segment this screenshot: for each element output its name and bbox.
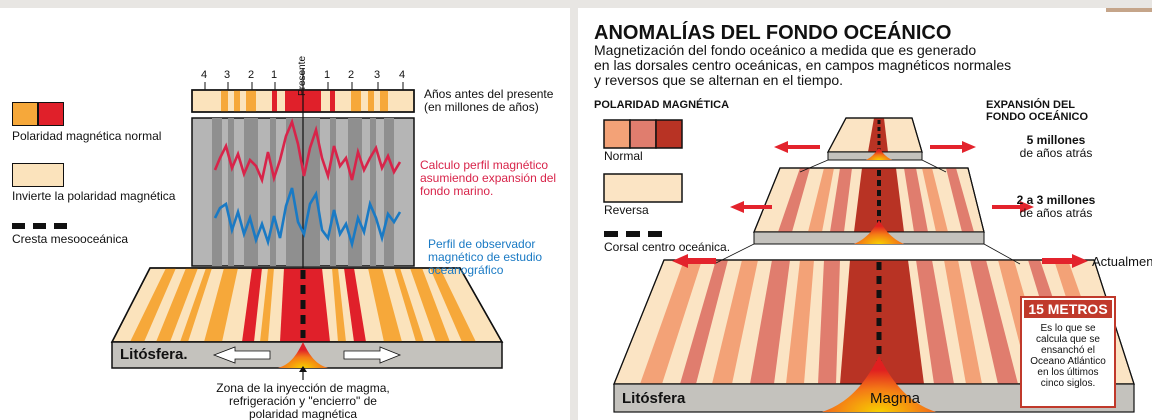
subtitle-line-1: Magnetización del fondo oceánico a medid… [594, 42, 977, 58]
age-tick-4-left: 4 [201, 69, 208, 81]
expansion-heading-line-2: FONDO OCEÁNICO [986, 111, 1089, 123]
page-title: ANOMALÍAS DEL FONDO OCEÁNICO [594, 22, 952, 44]
legend-reversed-swatch [12, 163, 64, 187]
calc-profile-caption: Calculo perfil magnético asumiendo expan… [420, 159, 556, 198]
callout-text-line-2: calcula que se [1036, 334, 1100, 345]
calc-profile-line-2: asumiendo expansión del [420, 171, 557, 185]
observed-profile-line-2: magnético de estudio [428, 250, 543, 264]
legend-reverse-label: Reversa [604, 203, 649, 217]
spreading-arrows [672, 141, 1088, 268]
legend-ridge-label: Cresta mesooceánica [12, 232, 129, 246]
injection-caption-line-3: polaridad magnética [248, 407, 358, 420]
legend-reverse-swatch [603, 173, 683, 203]
subtitle-line-3: y reversos que se alternan en el tiempo. [594, 72, 844, 88]
callout-title: 15 METROS [1024, 300, 1112, 318]
stage2-label-line-2: de años atrás [1019, 206, 1093, 220]
age-tick-3-right: 3 [374, 69, 381, 81]
callout-text-line-4: Oceano Atlántico [1030, 356, 1106, 367]
legend-ridge-dashes [604, 231, 662, 237]
stage2-label: 2 a 3 millones de años atrás [1006, 194, 1106, 220]
ridge-dash-3 [54, 223, 67, 229]
calculated-profile-line [213, 118, 402, 185]
observed-profile-caption: Perfil de observador magnético de estudi… [428, 238, 542, 277]
observed-profile-line [213, 187, 402, 250]
stage2-label-line-1: 2 a 3 millones [1016, 193, 1096, 207]
subtitle: Magnetización del fondo oceánico a medid… [594, 43, 1011, 88]
age-caption: Años antes del presente (en millones de … [424, 88, 553, 114]
magma-label: Magma [870, 390, 921, 407]
left-panel: Presente 4 3 2 1 1 2 3 4 Años antes del … [0, 8, 570, 420]
observed-profile-line-3: oceanográfico [428, 263, 504, 277]
injection-caption-line-1: Zona de la inyección de magma, [216, 381, 390, 395]
magnetic-profile-box [191, 68, 415, 270]
lithosphere-label: Litósfera [622, 390, 686, 407]
age-tick-3-left: 3 [224, 69, 231, 81]
ridge-dash-2 [33, 223, 46, 229]
age-tick-2-right: 2 [348, 69, 355, 81]
stage1-label-line-2: de años atrás [1019, 146, 1093, 160]
callout-text-line-5: en los últimos [1037, 367, 1099, 378]
legend-normal-label: Polaridad magnética normal [12, 129, 162, 143]
lithosphere-label: Litósfera. [120, 346, 188, 363]
corner-tab [1106, 8, 1152, 12]
legend-normal-swatches [603, 119, 683, 149]
observed-profile-line-1: Perfil de observador [428, 237, 536, 251]
calc-profile-line-3: fondo marino. [420, 184, 494, 198]
legend-ridge-label: Corsal centro oceánica. [604, 240, 731, 254]
stage3-label: Actualmente [1092, 254, 1152, 269]
callout-text-line-1: Es lo que se [1040, 323, 1096, 334]
expansion-heading-line-1: EXPANSIÓN DEL [986, 99, 1076, 111]
stage2-block [753, 167, 985, 245]
injection-caption-line-2: refrigeración y "encierro" de [229, 394, 377, 408]
stage-connectors [713, 159, 1021, 265]
legend-normal-label: Normal [604, 149, 643, 163]
calc-profile-line-1: Calculo perfil magnético [420, 158, 549, 172]
subtitle-line-2: en las dorsales centro oceánicas, en cam… [594, 57, 1012, 73]
legend-reversed-label: Invierte la polaridad magnética [12, 189, 176, 203]
callout-text: Es lo que se calcula que se ensanchó el … [1022, 323, 1114, 389]
ridge-dash-1 [12, 223, 25, 229]
age-tick-1-right: 1 [324, 69, 331, 81]
stage1-label: 5 millones de años atrás [1006, 134, 1106, 160]
seafloor-magnetic-stripes-diagram [110, 68, 504, 380]
age-caption-line-1: Años antes del presente [424, 87, 554, 101]
callout-text-line-3: ensanchó el [1041, 345, 1095, 356]
age-tick-2-left: 2 [248, 69, 255, 81]
callout-box: 15 METROS Es lo que se calcula que se en… [1020, 296, 1116, 408]
age-caption-line-2: (en millones de años) [424, 100, 539, 114]
age-tick-4-right: 4 [399, 69, 406, 81]
age-tick-1-left: 1 [271, 69, 278, 81]
expansion-heading: EXPANSIÓN DEL FONDO OCEÁNICO [986, 99, 1088, 123]
legend-normal-swatch-dark [38, 102, 64, 126]
stage1-block [827, 117, 923, 161]
injection-caption: Zona de la inyección de magma, refrigera… [203, 382, 403, 420]
polarity-heading: POLARIDAD MAGNÉTICA [594, 99, 730, 111]
callout-text-line-6: cinco siglos. [1040, 378, 1096, 389]
lithosphere-block [110, 267, 504, 380]
present-label: Presente [297, 55, 308, 97]
legend-normal-swatch-light [12, 102, 38, 126]
right-panel: ANOMALÍAS DEL FONDO OCEÁNICO Magnetizaci… [578, 8, 1152, 420]
stage1-label-line-1: 5 millones [1026, 133, 1086, 147]
